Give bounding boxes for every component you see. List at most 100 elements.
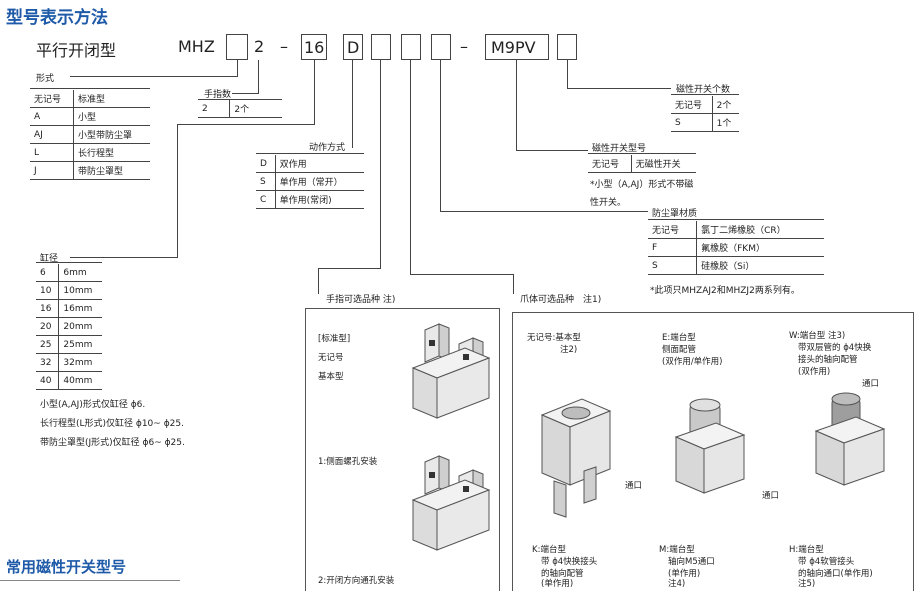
table-cell: 无磁性开关: [631, 155, 696, 173]
e-option-line: (双作用/单作用): [662, 357, 723, 367]
finger-count-label: 手指数: [204, 90, 232, 100]
leader-line: [410, 274, 513, 275]
side-tap-option: 1:侧面螺孔安装: [318, 457, 378, 467]
bore-code: 16: [304, 38, 325, 57]
k-option: K:端台型: [532, 545, 566, 555]
basic-body-drawing: [540, 398, 612, 518]
switch-model-label: 磁性开关型号: [592, 144, 647, 154]
switch-count-label: 磁性开关个数: [676, 85, 731, 95]
table-row: 无记号无磁性开关: [588, 155, 696, 173]
leader-line: [352, 60, 353, 148]
leader-line: [588, 153, 696, 154]
form-code-box: [226, 34, 248, 60]
table-cell: L: [30, 143, 74, 162]
leader-line: [516, 60, 517, 150]
table-cell: 单作用（常开）: [275, 172, 364, 191]
table-cell: 40mm: [58, 371, 102, 390]
table-row: 无记号氯丁二烯橡胶（CR）: [648, 221, 824, 239]
leader-line: [318, 268, 381, 269]
leader-line: [198, 99, 282, 100]
table-row: 无记号标准型: [30, 90, 150, 108]
gripper-standard-drawing: [411, 323, 491, 419]
leader-line: [567, 60, 568, 88]
leader-line: [0, 580, 180, 581]
k-option-line: 带 ϕ4快换接头: [541, 557, 598, 567]
e-body-drawing: [674, 398, 746, 494]
table-cell: 32: [36, 353, 60, 372]
table-cell: 2个: [229, 100, 282, 118]
leader-line: [440, 60, 441, 211]
table-cell: 25mm: [58, 335, 102, 354]
leader-line: [70, 76, 238, 77]
bore-code-box: [301, 34, 327, 60]
table-cell: D: [256, 155, 276, 173]
table-cell: 双作用: [275, 155, 364, 173]
leader-line: [30, 88, 150, 89]
e-option-line: 侧面配管: [662, 345, 697, 355]
finger-option-box: [371, 34, 391, 60]
leader-line: [671, 94, 739, 95]
table-cell: 无记号: [648, 221, 698, 239]
table-cell: A: [30, 107, 74, 126]
m-option: M:端台型: [659, 545, 695, 555]
model-dash: –: [280, 37, 288, 56]
table-cell: 32mm: [58, 353, 102, 372]
table-cell: 20mm: [58, 317, 102, 336]
table-cell: 单作用(常闭): [275, 190, 364, 209]
dust-cover-box: [431, 34, 451, 60]
w-option-line: (双作用): [798, 367, 831, 377]
leader-line: [70, 257, 178, 258]
e-option: E:端台型: [662, 333, 696, 343]
table-cell: J: [30, 161, 74, 180]
leader-line: [567, 88, 671, 89]
model-dash: –: [460, 37, 468, 56]
switch-count-box: [557, 34, 577, 60]
leader-line: [177, 124, 178, 257]
table-cell: 小型: [73, 107, 150, 126]
body-option-box: [401, 34, 421, 60]
port-label: 通口: [862, 379, 880, 389]
finger-options-label: 手指可选品种 注): [326, 295, 396, 305]
k-option-line: 的轴向配管: [541, 569, 584, 579]
model-prefix: MHZ: [178, 37, 215, 56]
m-option-line: (单作用): [668, 569, 701, 579]
table-cell: 带防尘罩型: [73, 161, 150, 180]
switch-model-note: *小型（A,AJ）形式不带磁: [590, 180, 694, 190]
through-hole-option: 2:开闭方向通孔安装: [318, 576, 395, 586]
table-cell: 长行程型: [73, 143, 150, 162]
dust-cover-label: 防尘罩材质: [652, 209, 698, 219]
table-cell: 16mm: [58, 299, 102, 318]
h-option-line: 带 ϕ4软管接头: [798, 557, 855, 567]
section-title: 常用磁性开关型号: [6, 558, 127, 576]
table-cell: 无记号: [671, 96, 713, 114]
table-cell: 6mm: [58, 264, 102, 282]
action-code-box: [343, 34, 363, 60]
body-options-label: 爪体可选品种 注1): [520, 295, 602, 305]
leader-line: [513, 274, 514, 294]
leader-line: [36, 262, 102, 263]
table-cell: 16: [36, 299, 60, 318]
std-type-name: 基本型: [318, 372, 344, 382]
k-option-line: (单作用): [541, 579, 574, 589]
h-option-line: 注5): [798, 579, 816, 589]
table-cell: 氟橡胶（FKM）: [696, 238, 824, 257]
table-cell: 6: [36, 264, 60, 282]
leader-line: [516, 150, 588, 151]
leader-line: [232, 93, 259, 94]
